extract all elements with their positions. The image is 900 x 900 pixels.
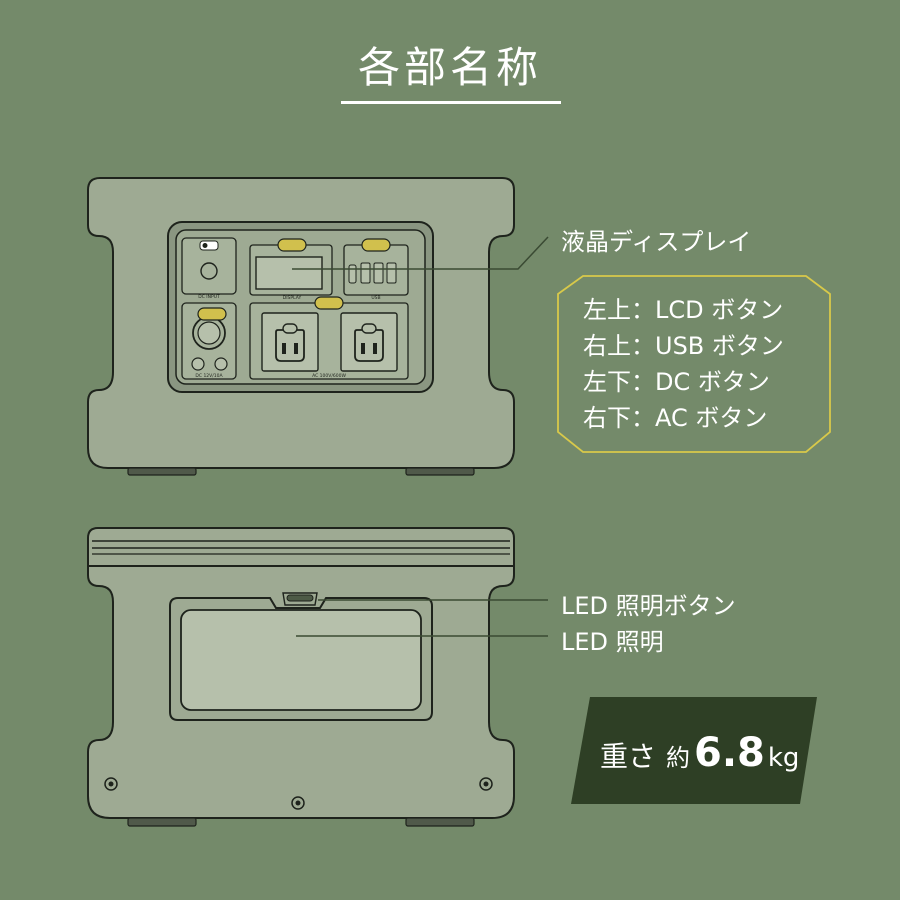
led-button-callout: LED 照明ボタン bbox=[561, 592, 736, 620]
weight-unit: kg bbox=[767, 743, 800, 773]
lcd-button[interactable] bbox=[277, 238, 307, 252]
back-view bbox=[87, 527, 548, 827]
usb-button[interactable] bbox=[361, 238, 391, 252]
weight-value: 6.8 bbox=[694, 730, 765, 776]
led-light-panel bbox=[180, 609, 422, 711]
page-title: 各部名称 bbox=[357, 43, 542, 92]
led-button[interactable] bbox=[286, 594, 314, 602]
button-item-lcd: 左上：LCD ボタン bbox=[583, 296, 784, 324]
button-item-dc: 左下：DC ボタン bbox=[583, 368, 770, 396]
weight-badge bbox=[571, 697, 817, 804]
button-item-usb: 右上：USB ボタン bbox=[583, 332, 784, 360]
button-item-ac: 右下：AC ボタン bbox=[583, 404, 768, 432]
usb-label: USB bbox=[371, 295, 380, 301]
dc-button[interactable] bbox=[197, 307, 227, 321]
weight-label: 重さ bbox=[600, 740, 657, 773]
front-view: DC INPUT DISPLAY USB DC 12V/10A bbox=[87, 177, 549, 476]
title-underline bbox=[341, 101, 561, 104]
dc-input-label: DC INPUT bbox=[198, 294, 220, 300]
weight-approx: 約 bbox=[666, 744, 691, 772]
button-info-box bbox=[557, 275, 831, 453]
lcd-display-callout: 液晶ディスプレイ bbox=[561, 228, 752, 256]
led-light-callout: LED 照明 bbox=[561, 628, 664, 656]
ac-button[interactable] bbox=[314, 296, 344, 310]
display-label: DISPLAY bbox=[283, 295, 302, 301]
ac-output-label: AC 100V/600W bbox=[312, 373, 346, 379]
dc-output-label: DC 12V/10A bbox=[195, 373, 223, 379]
button-list: 左上：LCD ボタン 右上：USB ボタン 左下：DC ボタン 右下：AC ボタ… bbox=[583, 292, 784, 436]
